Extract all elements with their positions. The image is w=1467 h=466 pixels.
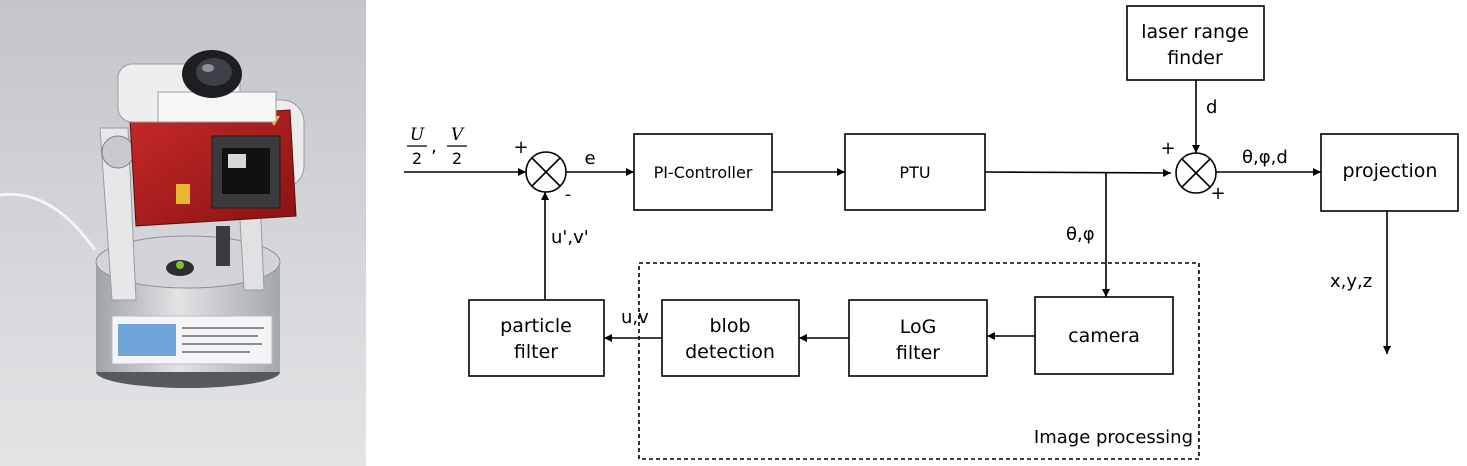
particle-filter-label-line1: particle <box>500 315 572 337</box>
laser-range-finder-block: laser range finder <box>1126 5 1265 81</box>
input-v-numerator: V <box>451 125 465 145</box>
input-u-denominator: 2 <box>412 149 422 168</box>
blob-output-label: u,v <box>621 307 649 328</box>
camera-block: camera <box>1034 296 1174 375</box>
projection-label: projection <box>1343 160 1438 182</box>
ptu-label: PTU <box>899 163 930 182</box>
wire-ptu-to-sum2 <box>984 168 1172 177</box>
log-filter-label-line2: filter <box>896 342 940 364</box>
camera-head <box>117 50 277 123</box>
image-processing-group <box>638 262 1200 460</box>
angles-label: θ,φ <box>1066 224 1095 245</box>
blob-detection-label-line2: detection <box>685 341 775 363</box>
sum1-plus-sign: + <box>513 137 528 158</box>
input-v-denominator: 2 <box>452 149 462 168</box>
output-xyz-label: x,y,z <box>1330 271 1372 292</box>
laser-range-finder-label-line2: finder <box>1167 47 1223 69</box>
sensor-photo <box>0 0 366 466</box>
blob-detection-block: blob detection <box>661 299 800 377</box>
projection-block: projection <box>1320 133 1459 212</box>
distance-signal-label: d <box>1206 97 1217 118</box>
summing-junction-1 <box>525 151 567 193</box>
log-filter-label-line1: LoG <box>900 316 937 338</box>
sum2-bottom-plus-sign: + <box>1210 183 1225 204</box>
sum-output-label: θ,φ,d <box>1242 147 1288 168</box>
particle-filter-block: particle filter <box>468 299 605 377</box>
input-signal-label: U 2 , V 2 <box>407 125 467 168</box>
laser-range-finder-label-line1: laser range <box>1141 21 1249 43</box>
input-separator: , <box>431 136 437 157</box>
sum2-top-plus-sign: + <box>1160 138 1175 159</box>
camera-label: camera <box>1068 325 1140 347</box>
log-filter-block: LoG filter <box>848 299 988 377</box>
summing-junction-2 <box>1175 152 1217 194</box>
ptu-block: PTU <box>844 133 986 211</box>
sum1-minus-sign: - <box>565 184 572 205</box>
particle-filter-label-line2: filter <box>514 341 558 363</box>
image-processing-label: Image processing <box>1034 427 1193 448</box>
dfki-logo <box>111 315 273 365</box>
blob-detection-label-line1: blob <box>709 315 750 337</box>
pi-controller-block: PI-Controller <box>633 133 773 211</box>
feedback-label: u',v' <box>551 227 589 248</box>
cable <box>0 192 97 251</box>
error-signal-label: e <box>584 148 595 169</box>
input-u-numerator: U <box>410 125 425 145</box>
laser-range-finder-body <box>129 109 297 227</box>
pi-controller-label: PI-Controller <box>654 163 753 182</box>
